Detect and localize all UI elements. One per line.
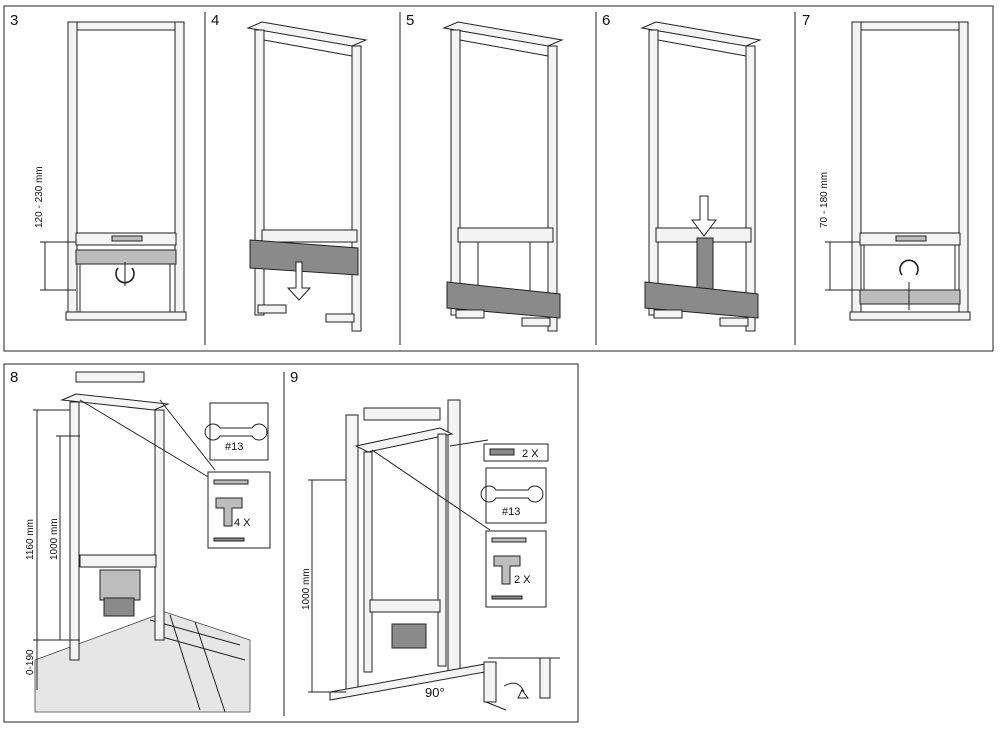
drill-bit-icon — [491, 537, 527, 543]
frame-step-8 — [60, 371, 170, 661]
step-number-7: 7 — [802, 12, 810, 29]
drill-count-label: 2 X — [514, 574, 531, 586]
dimension-label-1000-step-9: 1000 mm — [301, 568, 312, 610]
dimensions-step-9: 1000 mm — [301, 479, 346, 693]
angle-label: 90° — [425, 685, 445, 700]
drain-pipe — [391, 623, 427, 649]
floor-tiles — [34, 611, 251, 713]
bottom-panel-frame — [3, 363, 579, 723]
bolt-count-label: 2 X — [522, 448, 539, 460]
frame-step-5 — [442, 21, 564, 332]
step-number-8: 8 — [10, 369, 18, 386]
leader-lines-step-8 — [79, 399, 216, 479]
frame-step-9 — [329, 399, 486, 701]
drill-icon — [493, 555, 521, 585]
dimension-step-7: 70 - 180 mm — [819, 172, 860, 291]
wrench-icon — [480, 485, 544, 503]
dimensions-step-8: 1160 mm 1000 mm 0-190 — [25, 409, 80, 690]
drill-box-step-8: 4 X — [207, 471, 271, 549]
dimension-label-step-3: 120 - 230 mm — [34, 166, 45, 228]
dimension-label-1160: 1160 mm — [25, 519, 36, 560]
frame-step-7 — [849, 21, 971, 321]
dimension-label-floor: 0-190 — [25, 649, 36, 675]
wrench-size-label: #13 — [225, 441, 243, 453]
frame-step-3 — [65, 21, 187, 321]
bolt-box-step-9: 2 X — [483, 443, 549, 462]
level-tool — [75, 371, 145, 383]
step-number-9: 9 — [290, 369, 298, 386]
dimension-label-step-7: 70 - 180 mm — [819, 172, 830, 228]
drain-pipe — [103, 597, 135, 617]
wrench-icon — [204, 423, 268, 441]
step-number-5: 5 — [406, 12, 414, 29]
frame-step-6 — [640, 21, 762, 332]
step-number-3: 3 — [10, 12, 18, 29]
wrench-box-step-8: #13 — [204, 402, 269, 461]
wrench-size-label: #13 — [502, 506, 520, 518]
level-tool — [363, 407, 441, 421]
wrench-box-step-9: #13 — [480, 467, 547, 524]
drill-count-label: 4 X — [234, 517, 251, 529]
bolt-icon — [489, 448, 515, 456]
leader-lines-step-9 — [371, 439, 491, 531]
frame-step-4 — [246, 21, 368, 332]
tile-grid — [149, 614, 246, 713]
drill-box-step-9: 2 X — [485, 530, 547, 608]
dimension-step-3: 120 - 230 mm — [34, 166, 76, 291]
screw-icon — [491, 595, 523, 600]
top-panel-frame — [3, 5, 994, 352]
drill-bit-icon — [213, 479, 249, 485]
step-number-4: 4 — [211, 12, 219, 29]
dimension-label-1000: 1000 mm — [49, 518, 60, 560]
step-number-6: 6 — [602, 12, 610, 29]
leg-adjust-detail — [483, 657, 560, 711]
drill-icon — [215, 497, 243, 527]
screw-icon — [213, 537, 245, 542]
